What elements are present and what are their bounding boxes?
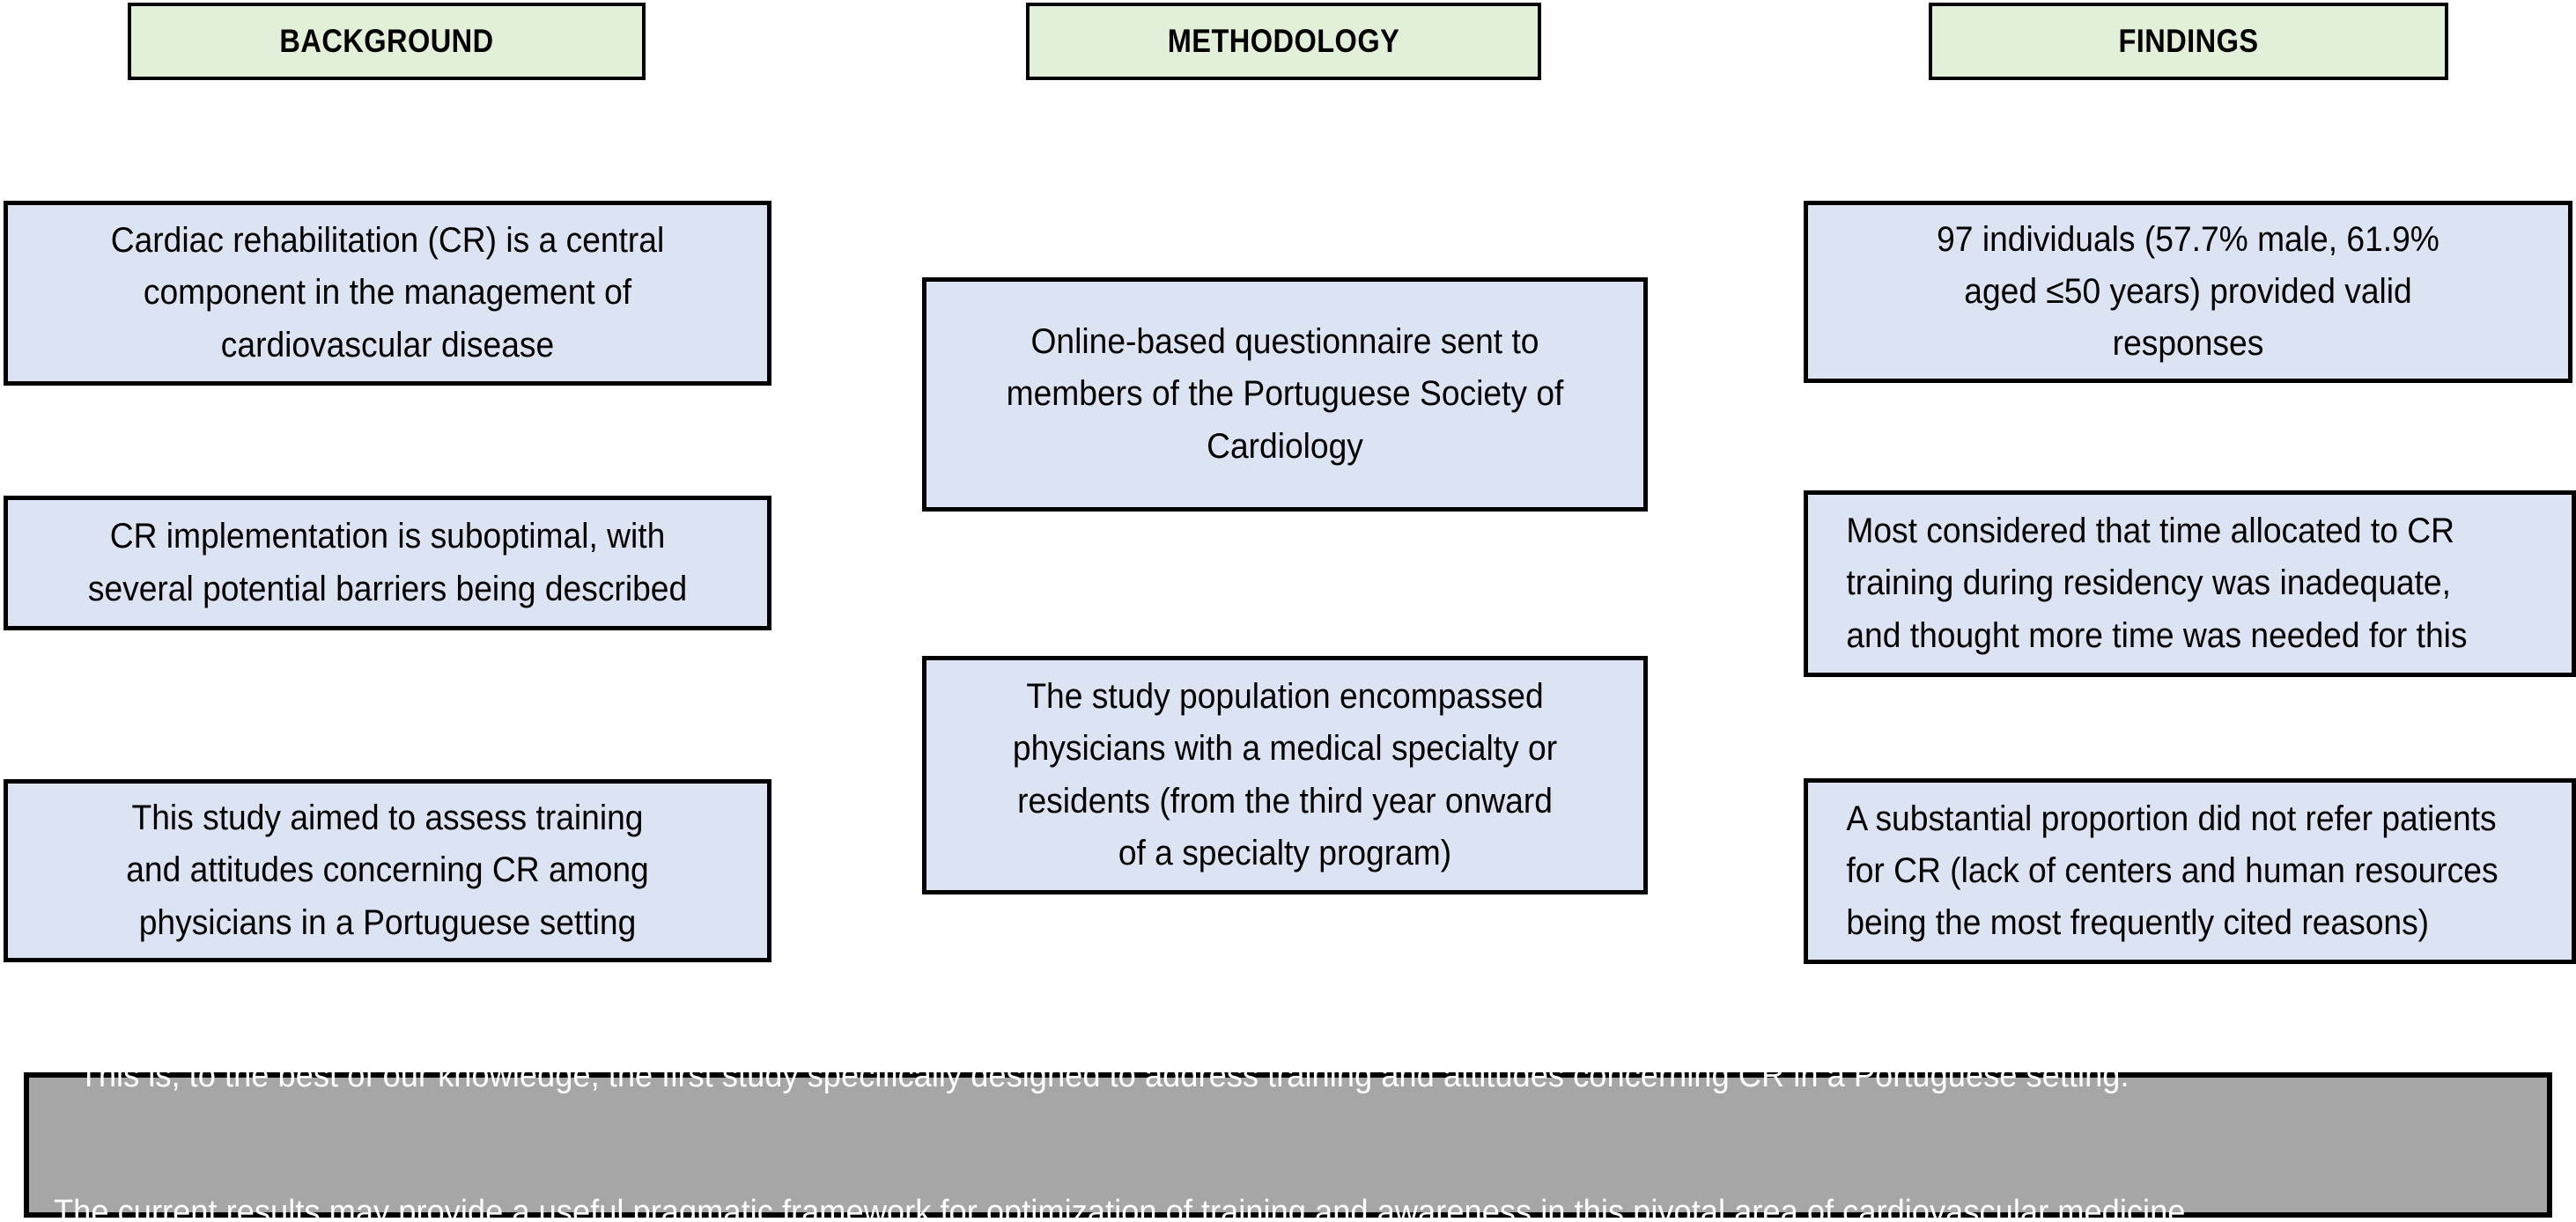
methodology-box-1: Online-based questionnaire sent to membe…: [922, 277, 1648, 512]
conclusion-banner: This is, to the best of our knowledge, t…: [24, 1057, 2552, 1222]
findings-box-2-text: Most considered that time allocated to C…: [1846, 512, 2468, 655]
conclusion-banner-text: This is, to the best of our knowledge, t…: [54, 974, 2411, 1222]
background-box-3: This study aimed to assess training and …: [4, 779, 771, 962]
column-header-findings-label: FINDINGS: [2118, 22, 2259, 59]
column-header-background: BACKGROUND: [128, 3, 646, 80]
column-header-findings: FINDINGS: [1929, 3, 2448, 80]
findings-box-3: A substantial proportion did not refer p…: [1804, 778, 2576, 964]
conclusion-line-2: The current results may provide a useful…: [54, 1194, 2195, 1222]
column-header-methodology: METHODOLOGY: [1026, 3, 1541, 80]
background-box-1-text: Cardiac rehabilitation (CR) is a central…: [110, 221, 665, 364]
background-box-2: CR implementation is suboptimal, with se…: [4, 496, 771, 630]
background-box-3-text: This study aimed to assess training and …: [126, 799, 649, 942]
methodology-box-2-text: The study population encompassed physici…: [1012, 677, 1558, 872]
background-box-2-text: CR implementation is suboptimal, with se…: [87, 517, 688, 608]
conclusion-line-1: This is, to the best of our knowledge, t…: [78, 1056, 2129, 1094]
findings-box-1: 97 individuals (57.7% male, 61.9% aged ≤…: [1804, 201, 2572, 383]
column-header-background-label: BACKGROUND: [279, 22, 494, 59]
column-header-methodology-label: METHODOLOGY: [1167, 22, 1400, 59]
findings-box-1-text: 97 individuals (57.7% male, 61.9% aged ≤…: [1937, 219, 2439, 364]
findings-box-2: Most considered that time allocated to C…: [1804, 490, 2576, 677]
methodology-box-2: The study population encompassed physici…: [922, 656, 1648, 894]
methodology-box-1-text: Online-based questionnaire sent to membe…: [1006, 322, 1564, 466]
background-box-1: Cardiac rehabilitation (CR) is a central…: [4, 201, 771, 386]
findings-box-3-text: A substantial proportion did not refer p…: [1846, 799, 2498, 943]
